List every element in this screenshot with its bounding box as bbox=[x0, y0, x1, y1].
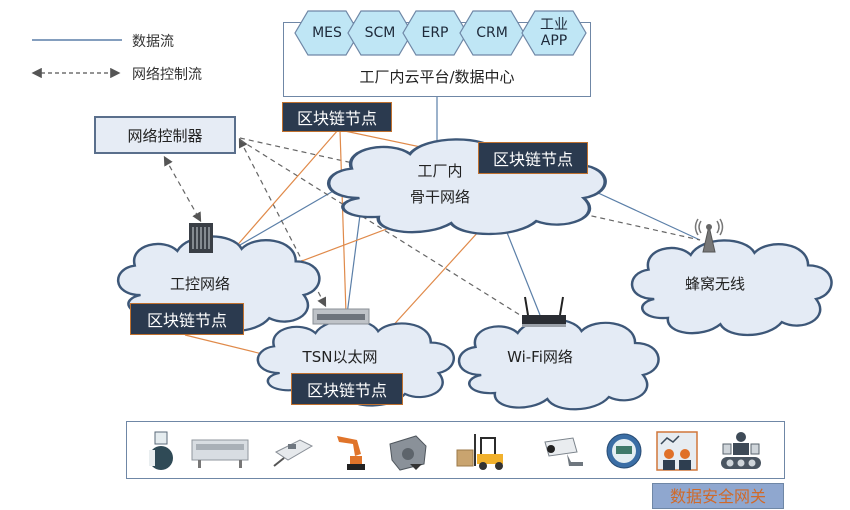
blockchain-node-top[interactable]: 区块链节点 bbox=[282, 102, 392, 132]
app-label-crm: CRM bbox=[476, 25, 508, 41]
blockchain-node-right[interactable]: 区块链节点 bbox=[478, 142, 588, 174]
conveyor-robot-icon bbox=[721, 432, 761, 469]
control-flow-wifi bbox=[239, 139, 521, 316]
app-label-erp: ERP bbox=[421, 25, 449, 41]
app-label-mes: MES bbox=[312, 25, 342, 41]
app-hex-industrial-app[interactable]: 工业 APP bbox=[521, 10, 587, 56]
reflow-oven-icon bbox=[191, 439, 249, 468]
robot-arm-icon bbox=[337, 436, 365, 470]
legend-control-flow-label: 网络控制流 bbox=[132, 67, 202, 83]
app-hex-erp[interactable]: ERP bbox=[402, 10, 468, 56]
app-hex-mes[interactable]: MES bbox=[294, 10, 360, 56]
platform-title: 工厂内云平台/数据中心 bbox=[359, 68, 515, 86]
engine-icon bbox=[389, 435, 427, 471]
tsn-switch-icon bbox=[312, 308, 370, 325]
control-flow-industrial bbox=[163, 155, 202, 223]
forklift-icon bbox=[456, 434, 503, 470]
smart-meter-icon bbox=[606, 433, 642, 469]
operators-monitoring-icon bbox=[656, 431, 698, 471]
app-hex-crm[interactable]: CRM bbox=[459, 10, 525, 56]
cloud-label-tsn: TSN以太网 bbox=[302, 348, 378, 366]
cloud-label-industrial-control: 工控网络 bbox=[169, 275, 230, 293]
cloud-label-backbone-line1: 工厂内 bbox=[417, 162, 463, 180]
wifi-router-icon bbox=[522, 296, 566, 327]
app-label-industrial-app: 工业 APP bbox=[540, 17, 568, 49]
app-label-scm: SCM bbox=[364, 25, 396, 41]
data-security-gateway[interactable]: 数据安全网关 bbox=[652, 483, 784, 509]
blockchain-node-left[interactable]: 区块链节点 bbox=[130, 303, 244, 335]
app-hex-scm[interactable]: SCM bbox=[347, 10, 413, 56]
cloud-label-wifi: Wi-Fi网络 bbox=[507, 348, 573, 366]
agv-icon bbox=[273, 439, 314, 467]
cloud-label-backbone: 工厂内 骨干网络 bbox=[400, 158, 480, 210]
camera-icon bbox=[544, 437, 583, 466]
network-controller[interactable]: 网络控制器 bbox=[94, 116, 236, 154]
cloud-label-cellular: 蜂窝无线 bbox=[684, 275, 745, 293]
flowmeter-icon bbox=[149, 431, 173, 470]
blockchain-node-bottom[interactable]: 区块链节点 bbox=[291, 373, 403, 405]
industrial-switch-icon bbox=[189, 223, 213, 253]
data-flow-backbone-industrial bbox=[239, 189, 336, 246]
cloud-label-backbone-line2: 骨干网络 bbox=[409, 188, 470, 206]
cell-tower-icon bbox=[694, 218, 724, 253]
legend-data-flow-label: 数据流 bbox=[132, 34, 174, 50]
